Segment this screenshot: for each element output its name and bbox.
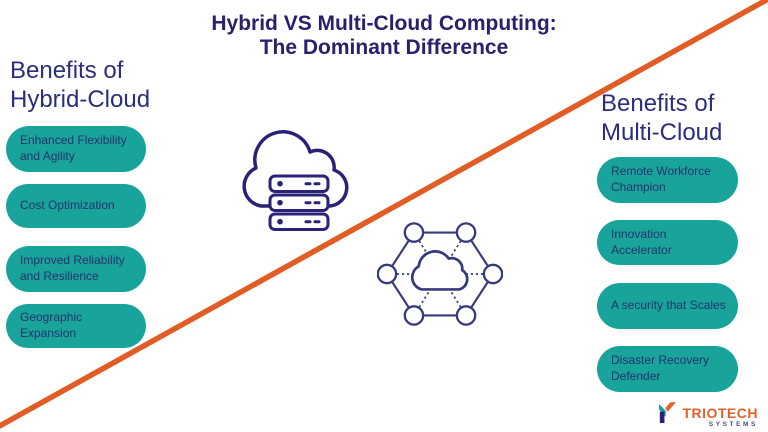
benefit-pill-multi-3: A security that Scales — [597, 283, 738, 329]
triotech-logo: TRIOTECH SYSTEMS — [656, 401, 758, 429]
page-title-line1: Hybrid VS Multi-Cloud Computing: — [211, 12, 557, 35]
benefit-pill-hybrid-4: Geographic Expansion — [6, 304, 146, 348]
benefit-pill-multi-2: Innovation Accelerator — [597, 220, 738, 265]
benefit-pill-hybrid-2: Cost Optimization — [6, 184, 146, 228]
logo-brand-name: TRIOTECH — [682, 405, 758, 421]
cloud-server-icon — [242, 130, 349, 231]
triotech-logo-icon — [659, 402, 677, 424]
benefit-pill-multi-4: Disaster Recovery Defender — [597, 346, 738, 392]
multi-heading-line1: Benefits of — [601, 90, 715, 117]
benefit-pill-hybrid-1: Enhanced Flexibility and Agility — [6, 126, 146, 172]
page-title-line2: The Dominant Difference — [259, 35, 509, 59]
page-title: Hybrid VS Multi-Cloud Computing: The Dom… — [0, 12, 768, 59]
logo-sub-name: SYSTEMS — [708, 421, 758, 428]
hybrid-heading-line2: Hybrid-Cloud — [10, 85, 151, 113]
triotech-logo-text: TRIOTECH SYSTEMS — [682, 401, 758, 429]
cloud-network-icon — [377, 222, 503, 326]
multi-heading-line2: Multi-Cloud — [601, 118, 723, 146]
benefit-pill-multi-1: Remote Workforce Champion — [597, 157, 738, 203]
benefit-pill-hybrid-3: Improved Reliability and Resilience — [6, 246, 146, 292]
hybrid-heading-line1: Benefits of — [10, 57, 124, 84]
multi-cloud-heading: Benefits of Multi-Cloud — [601, 90, 722, 148]
hybrid-cloud-heading: Benefits of Hybrid-Cloud — [10, 57, 150, 115]
